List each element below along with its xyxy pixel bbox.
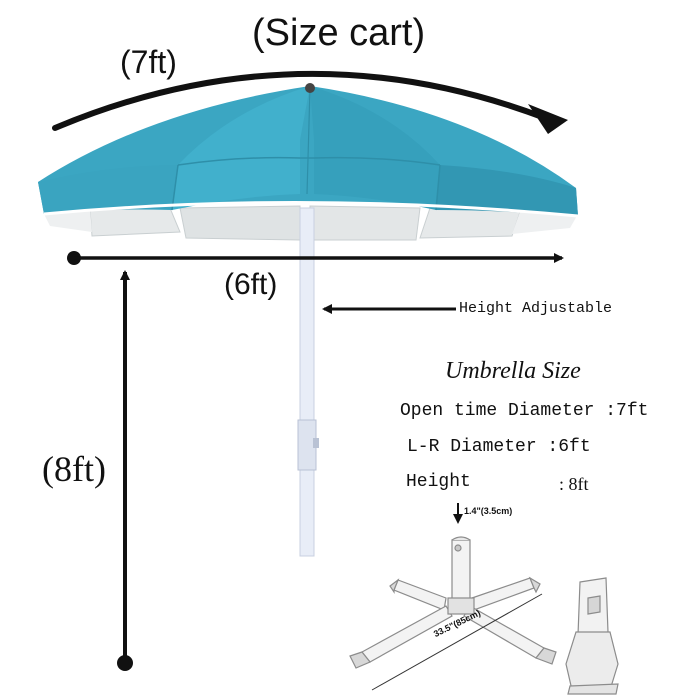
open-diameter-spec: Open time Diameter :7ft — [400, 401, 649, 421]
cross-base-illustration — [349, 536, 557, 669]
lr-diameter-spec: L-R Diameter :6ft — [407, 437, 591, 457]
arc-arrow-head-icon — [528, 104, 568, 134]
height-spec-name: Height — [406, 472, 471, 492]
umbrella-size-title: Umbrella Size — [445, 358, 581, 384]
lr-diameter-label: (6ft) — [224, 268, 278, 301]
umbrella-canopy — [38, 83, 579, 218]
pole-width-label: 1.4"(3.5cm) — [464, 506, 513, 516]
umbrella-pole — [297, 207, 319, 557]
umbrella-underside — [44, 205, 578, 241]
open-diameter-arc-arrow — [52, 70, 548, 131]
base-mount-illustration — [565, 577, 619, 695]
chart-title: (Size cart) — [252, 12, 426, 54]
height-label: (8ft) — [42, 449, 106, 489]
height-adjustable-label: Height Adjustable — [459, 300, 613, 317]
open-diameter-label: (7ft) — [120, 44, 177, 80]
base-width-line — [371, 593, 543, 691]
height-spec-value: : 8ft — [559, 474, 589, 494]
